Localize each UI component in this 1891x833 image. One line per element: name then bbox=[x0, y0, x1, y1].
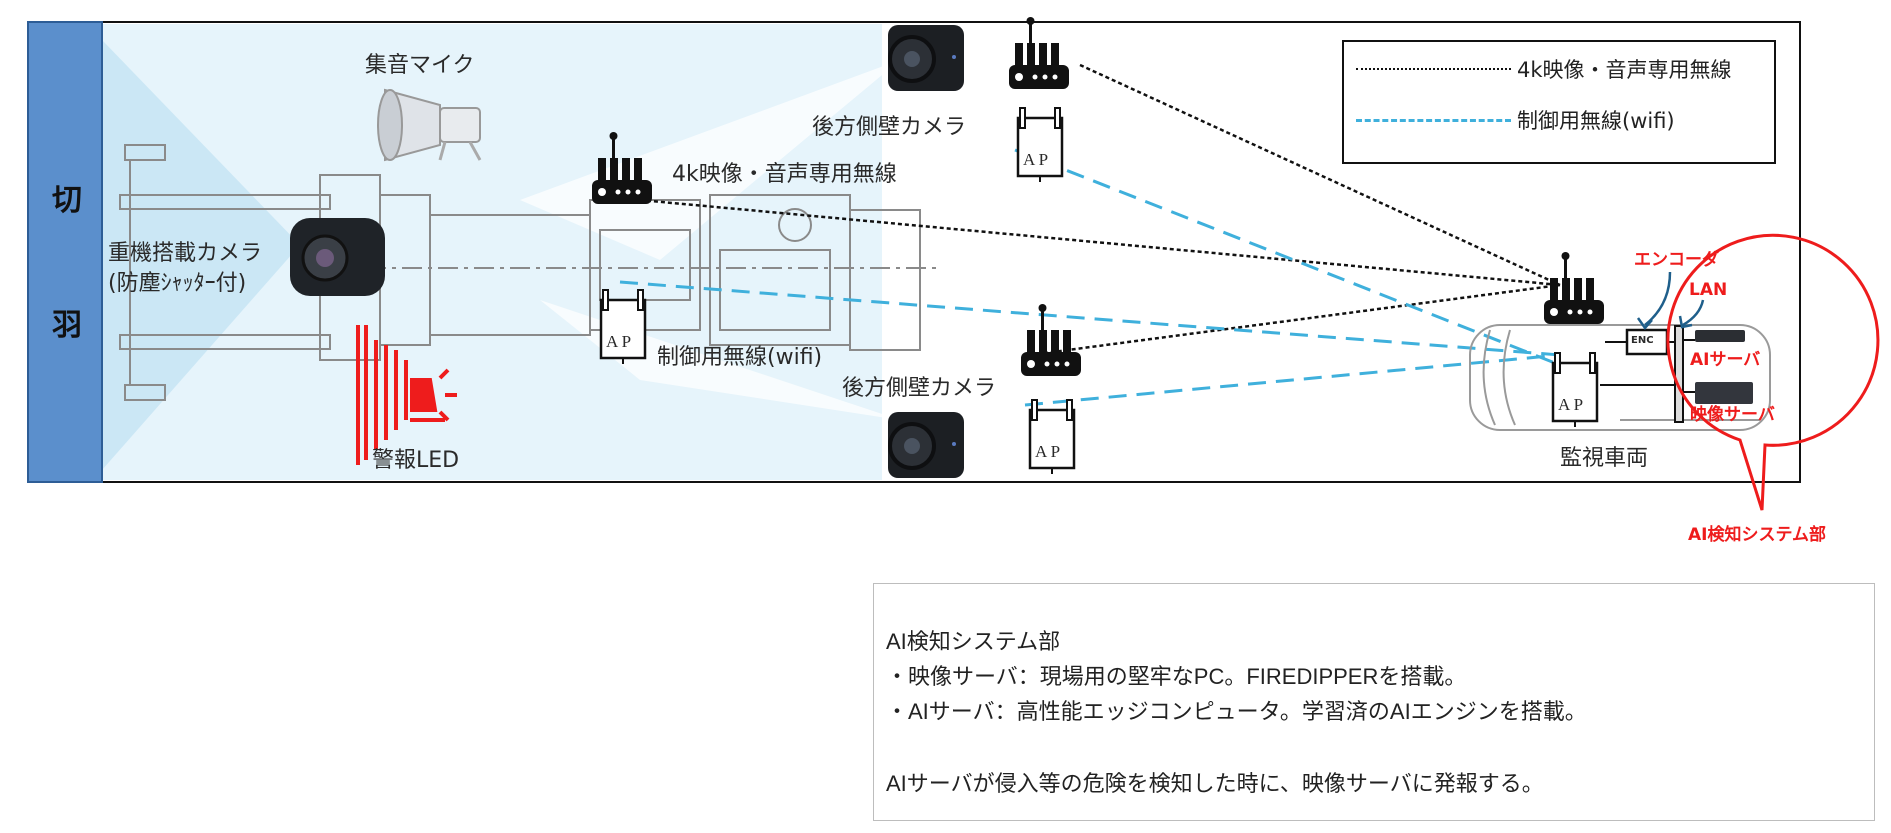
notes-title: AI検知システム部 bbox=[886, 629, 1061, 654]
lan-switch-bar bbox=[1674, 325, 1684, 423]
dotted-line-icon bbox=[1356, 68, 1511, 70]
legend-label: 制御用無線(wifi) bbox=[1517, 109, 1675, 133]
notes-line: ・映像サーバ：現場用の堅牢なPC。FIREDIPPERを搭載。 bbox=[886, 664, 1467, 689]
video-server-icon bbox=[1695, 382, 1753, 404]
link-wifi-machine bbox=[619, 280, 1561, 357]
microphone-icon bbox=[377, 88, 482, 162]
vehicle-ap-icon bbox=[1551, 351, 1599, 429]
ai-server-label: AIサーバ bbox=[1690, 350, 1761, 370]
wifi-links bbox=[619, 148, 1561, 407]
notes-line: ・AIサーバ：高性能エッジコンピュータ。学習済のAIエンジンを搭載。 bbox=[886, 699, 1587, 724]
machine-ap-icon bbox=[599, 288, 647, 366]
video-server-label: 映像サーバ bbox=[1690, 405, 1775, 425]
ap-label-vehicle: A P bbox=[1558, 395, 1584, 414]
legend-item-wifi: 制御用無線(wifi) bbox=[1356, 105, 1675, 135]
rear-top-ap-icon bbox=[1016, 106, 1064, 184]
lan-label: LAN bbox=[1689, 280, 1728, 300]
encoder-label: エンコーダ bbox=[1634, 250, 1719, 270]
radio-4k-links bbox=[639, 63, 1561, 357]
machine-camera-fan bbox=[102, 40, 300, 470]
ap-label-rear-top: A P bbox=[1023, 150, 1049, 169]
rear-camera-bottom-icon bbox=[886, 410, 966, 480]
machine-camera-sublabel: (防塵ｼｬｯﾀｰ付) bbox=[108, 271, 247, 296]
rear-camera-top-fan bbox=[520, 60, 900, 260]
rear-bottom-ap-icon bbox=[1028, 398, 1076, 476]
dashed-line-icon bbox=[1356, 118, 1511, 122]
link-wifi-rear-top bbox=[1014, 148, 1561, 367]
lan-arrow-icon bbox=[1678, 299, 1705, 329]
monitor-vehicle-label: 監視車両 bbox=[1560, 446, 1649, 471]
ap-label-machine: A P bbox=[606, 332, 632, 351]
face-label-bottom: 羽 bbox=[52, 308, 82, 343]
ai-server-icon bbox=[1695, 330, 1745, 342]
link-4k-rear-bottom bbox=[1029, 283, 1561, 357]
alarm-led-label: 警報LED bbox=[372, 448, 460, 473]
legend-label: 4k映像・音声専用無線 bbox=[1517, 58, 1732, 82]
rear-camera-top-icon bbox=[886, 23, 966, 93]
alarm-led-icon bbox=[356, 325, 457, 465]
vehicle-lan-wiring bbox=[1600, 339, 1695, 393]
rear-camera-bottom-label: 後方側壁カメラ bbox=[842, 376, 997, 401]
notes-box: AI検知システム部 ・映像サーバ：現場用の堅牢なPC。FIREDIPPERを搭載… bbox=[873, 583, 1875, 821]
radio-4k-label: 4k映像・音声専用無線 bbox=[672, 162, 897, 187]
wifi-label: 制御用無線(wifi) bbox=[657, 345, 823, 370]
face-side-bar bbox=[27, 21, 103, 483]
legend-item-4k: 4k映像・音声専用無線 bbox=[1356, 54, 1732, 84]
face-label-top: 切 bbox=[52, 183, 82, 218]
mic-label: 集音マイク bbox=[365, 53, 475, 78]
monitor-vehicle-outline bbox=[1469, 324, 1771, 431]
machine-camera-icon bbox=[290, 218, 385, 296]
link-wifi-rear-bottom bbox=[1024, 353, 1561, 407]
machine-camera-label: 重機搭載カメラ bbox=[108, 241, 263, 266]
rear-camera-top-label: 後方側壁カメラ bbox=[812, 115, 967, 140]
enc-box-label: ENC bbox=[1631, 335, 1654, 346]
ai-system-label: AI検知システム部 bbox=[1688, 525, 1826, 545]
ai-system-callout bbox=[1666, 233, 1880, 511]
notes-line: AIサーバが侵入等の危険を検知した時に、映像サーバに発報する。 bbox=[886, 771, 1544, 796]
ap-label-rear-bottom: A P bbox=[1035, 442, 1061, 461]
legend: 4k映像・音声専用無線 制御用無線(wifi) bbox=[1342, 40, 1776, 164]
encoder-arrow-icon bbox=[1636, 271, 1672, 331]
